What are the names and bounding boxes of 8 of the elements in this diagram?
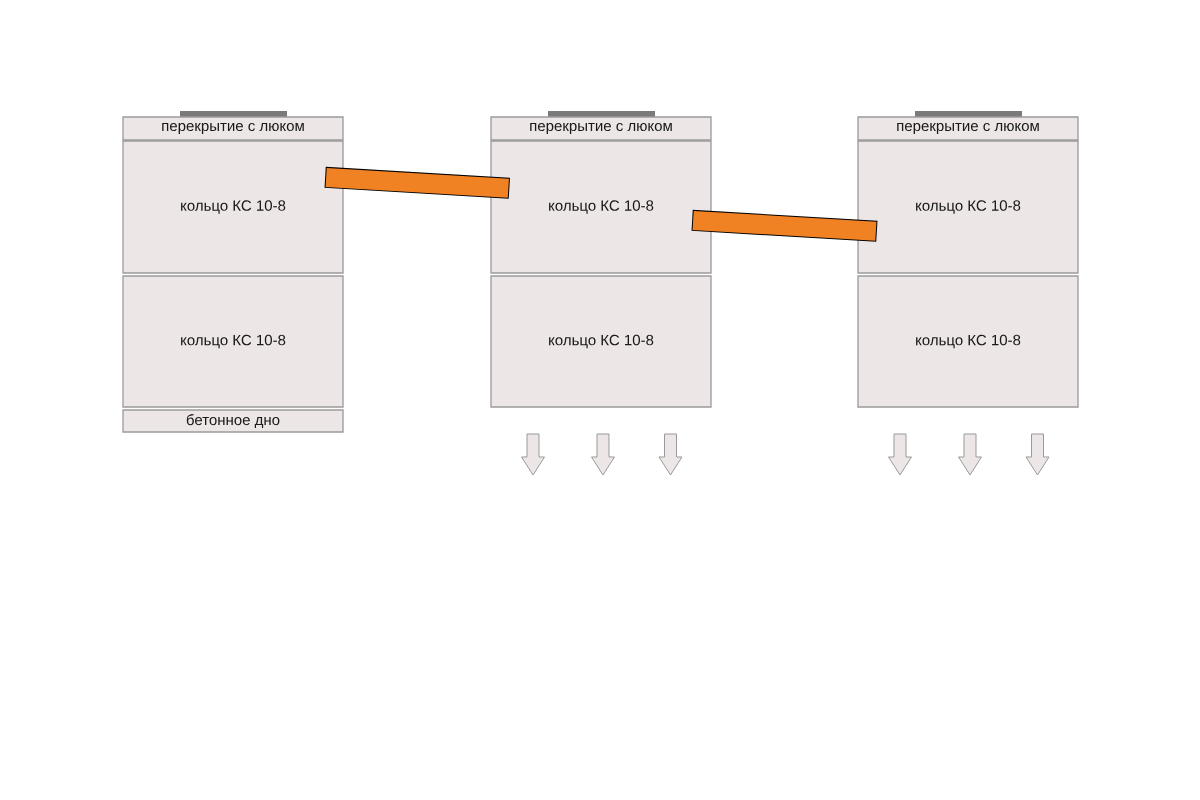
slab-box: перекрытие с люком (490, 116, 712, 141)
ring-box: кольцо КС 10-8 (857, 275, 1079, 408)
slab-box: бетонное дно (122, 409, 344, 433)
pipe (324, 166, 510, 199)
ring-box: кольцо КС 10-8 (490, 275, 712, 408)
pipe (691, 209, 878, 242)
slab-box: перекрытие с люком (122, 116, 344, 141)
slab-box: перекрытие с люком (857, 116, 1079, 141)
